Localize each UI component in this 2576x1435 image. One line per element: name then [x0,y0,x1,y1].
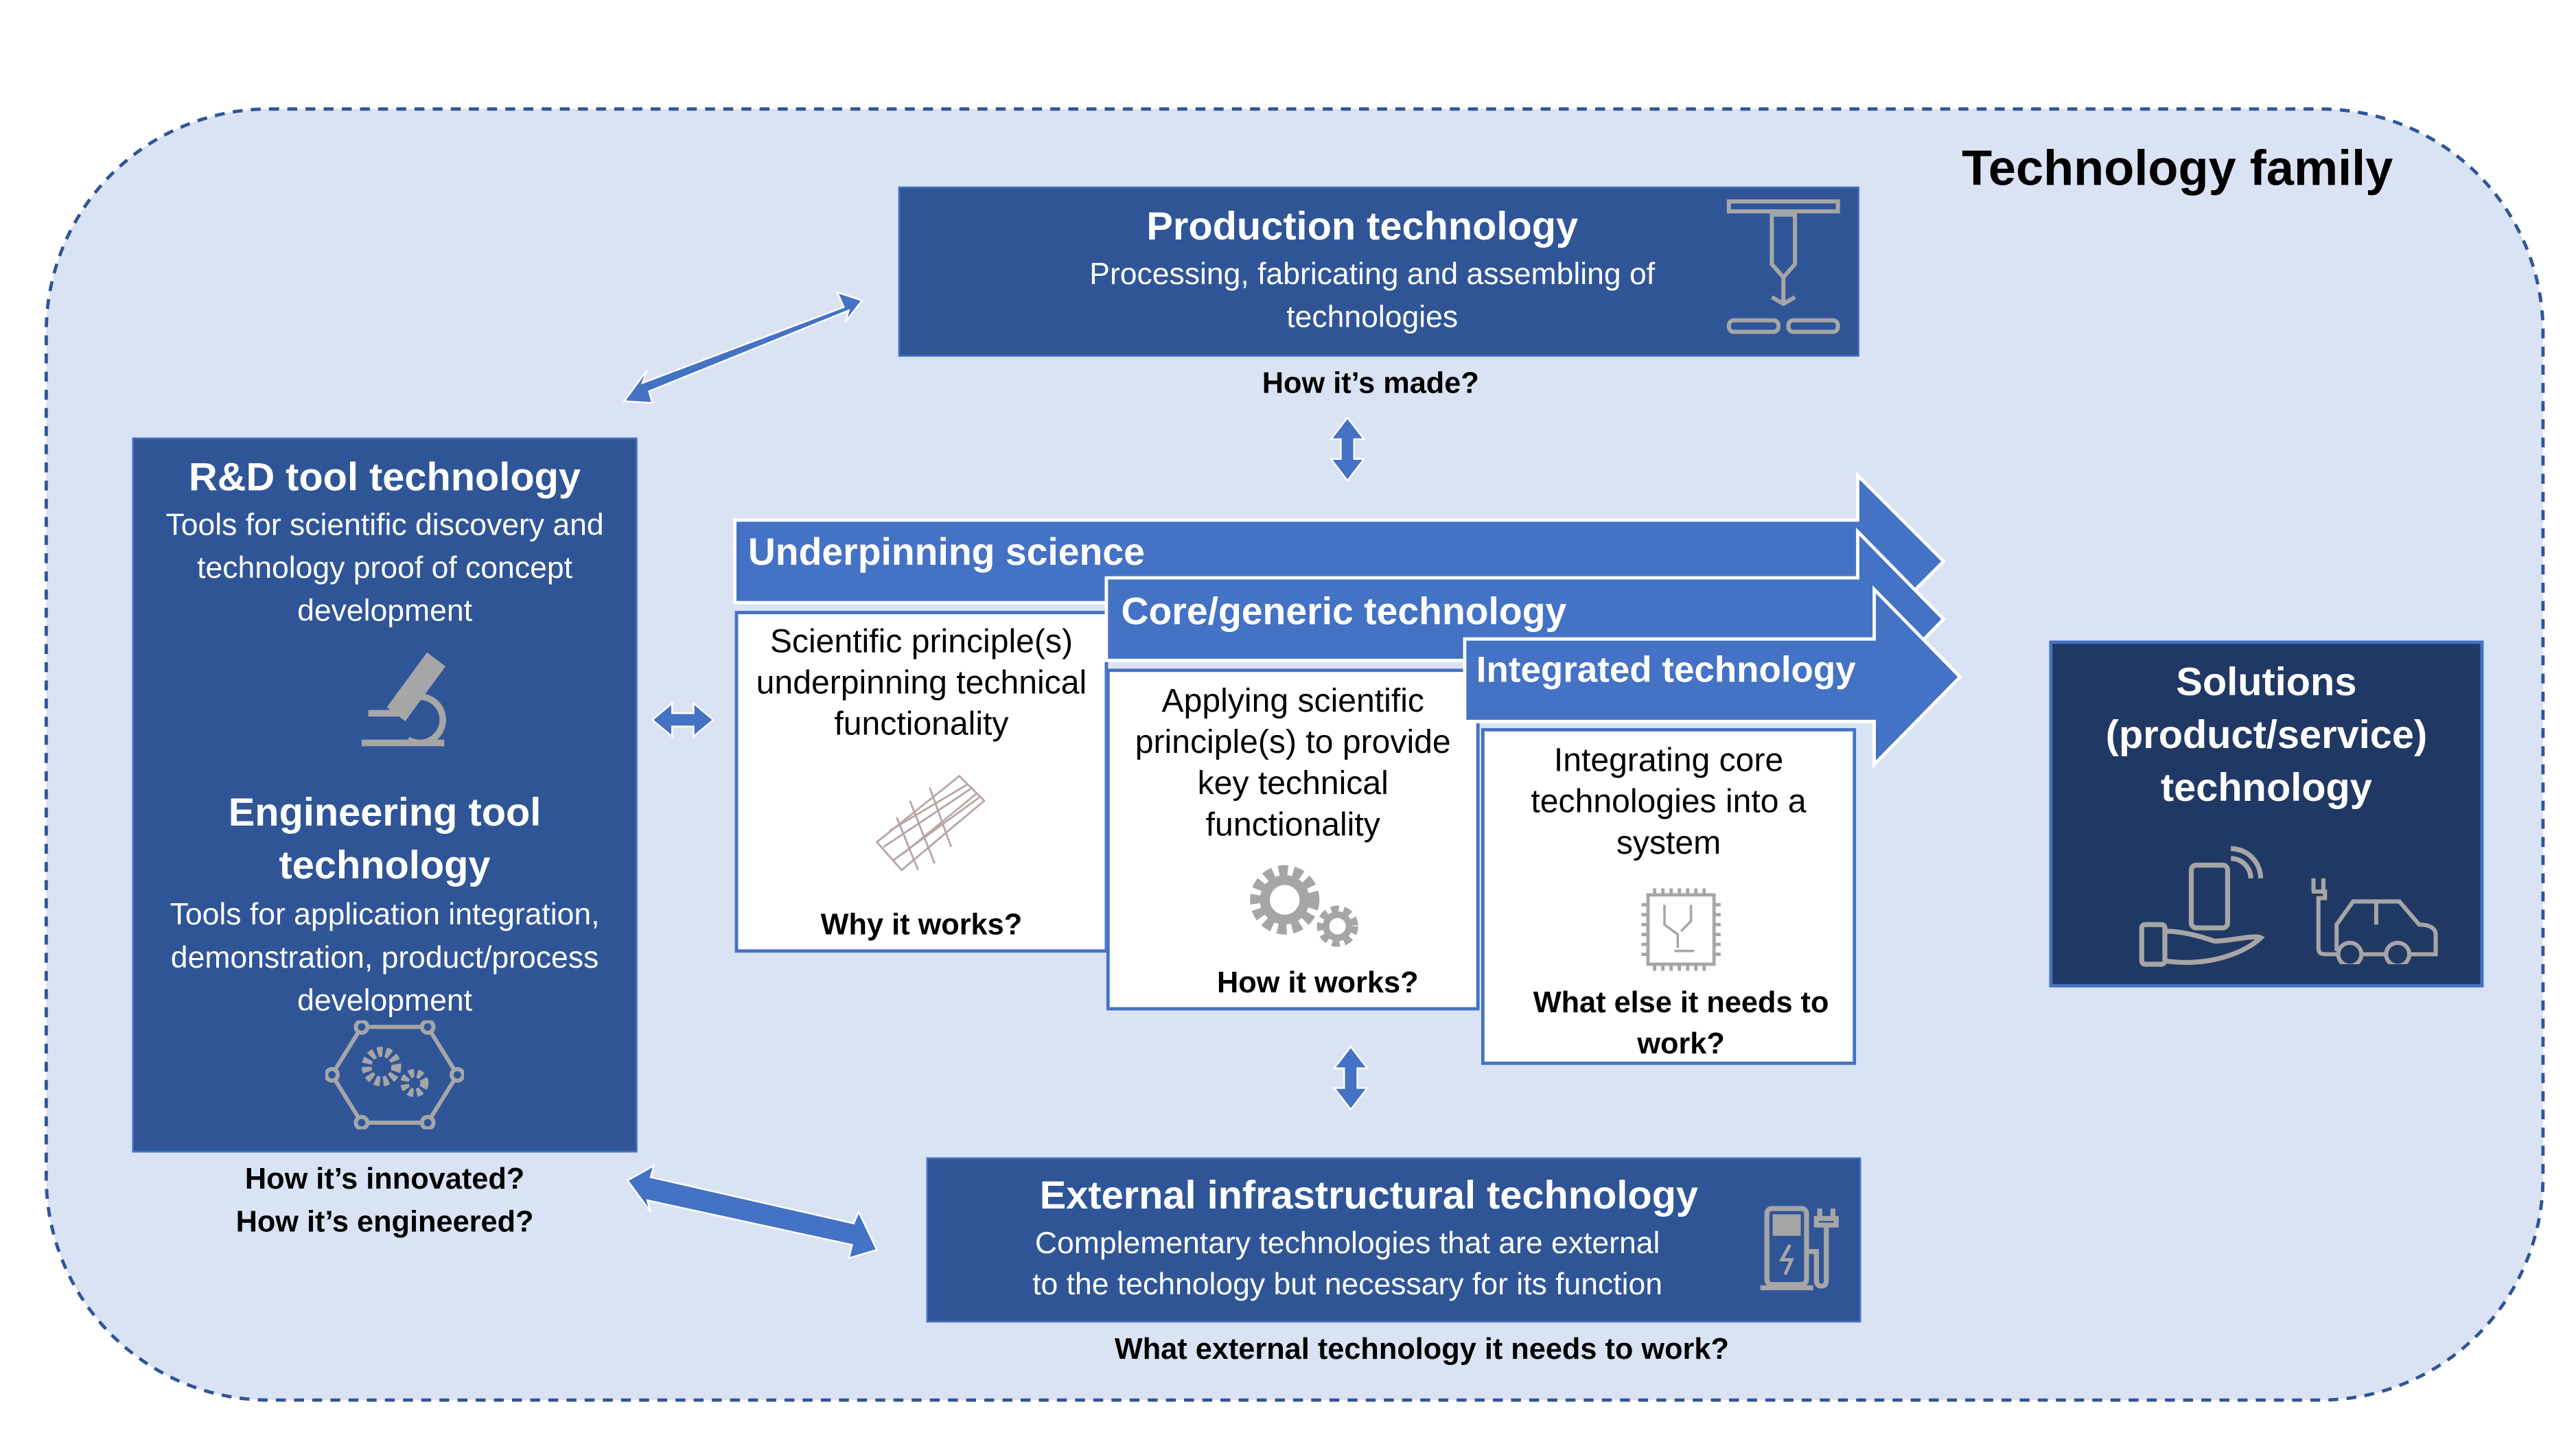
solutions-title: Solutions (product/service) technology [2105,660,2428,811]
graphene-lattice-icon [875,774,986,872]
core-desc: Applying scientific principle(s) to prov… [1135,684,1451,844]
engineering-question-1: How it’s innovated? [244,1162,525,1195]
gears-icon [1250,865,1358,947]
integrated-desc: Integrating core technologies into a sys… [1531,743,1807,862]
external-desc-1: Complementary technologies that are exte… [1034,1225,1660,1260]
microchip-icon [1641,888,1721,971]
production-box: Production technology Processing, fabric… [898,186,1859,357]
production-question: How it’s made? [1262,366,1479,400]
integrated-box: Integrating core technologies into a sys… [1481,727,1857,1065]
underpinning-question: Why it works? [820,908,1023,942]
rnd-engineering-box: R&D tool technology Tools for scientific… [132,437,638,1153]
production-desc: Processing, fabricating and assembling o… [1089,255,1656,334]
production-title: Production technology [1146,205,1579,250]
solutions-box: Solutions (product/service) technology [2049,640,2484,988]
charging-station-icon [1760,1206,1839,1291]
underpinning-desc: Scientific principle(s) underpinning tec… [756,624,1087,743]
core-question: How it works? [1217,966,1419,999]
integrated-question: What else it needs to work? [1533,985,1829,1060]
hand-phone-icon [2139,845,2265,967]
arrow-rnd-production [623,290,863,404]
technology-family-title: Technology family [1962,141,2393,197]
integrated-label: Integrated technology [1476,649,1856,690]
rnd-title: R&D tool technology [189,456,581,500]
engineering-desc: Tools for application integration, demon… [170,896,600,1017]
gears-network-icon [325,1020,465,1130]
arrow-rnd-science [651,701,715,738]
external-desc-2: to the technology but necessary for its … [1032,1266,1663,1301]
engineering-title: Engineering tool technology [228,791,542,889]
microscope-icon [361,652,446,747]
arrow-production-core [1329,416,1366,482]
laser-cutter-icon [1726,199,1840,334]
external-question: What external technology it needs to wor… [1114,1332,1729,1366]
electric-car-icon [2311,878,2438,964]
core-box: Applying scientific principle(s) to prov… [1106,668,1480,1011]
arrow-rnd-external [626,1164,879,1259]
underpinning-label: Underpinning science [747,530,1145,573]
external-box: External infrastructural technology Comp… [926,1157,1861,1323]
core-label: Core/generic technology [1121,589,1567,633]
engineering-question-2: How it’s engineered? [235,1205,534,1239]
arrow-core-external [1332,1045,1369,1111]
rnd-desc: Tools for scientific discovery and techn… [165,506,604,628]
external-title: External infrastructural technology [1039,1174,1699,1219]
underpinning-box: Scientific principle(s) underpinning tec… [734,611,1109,953]
